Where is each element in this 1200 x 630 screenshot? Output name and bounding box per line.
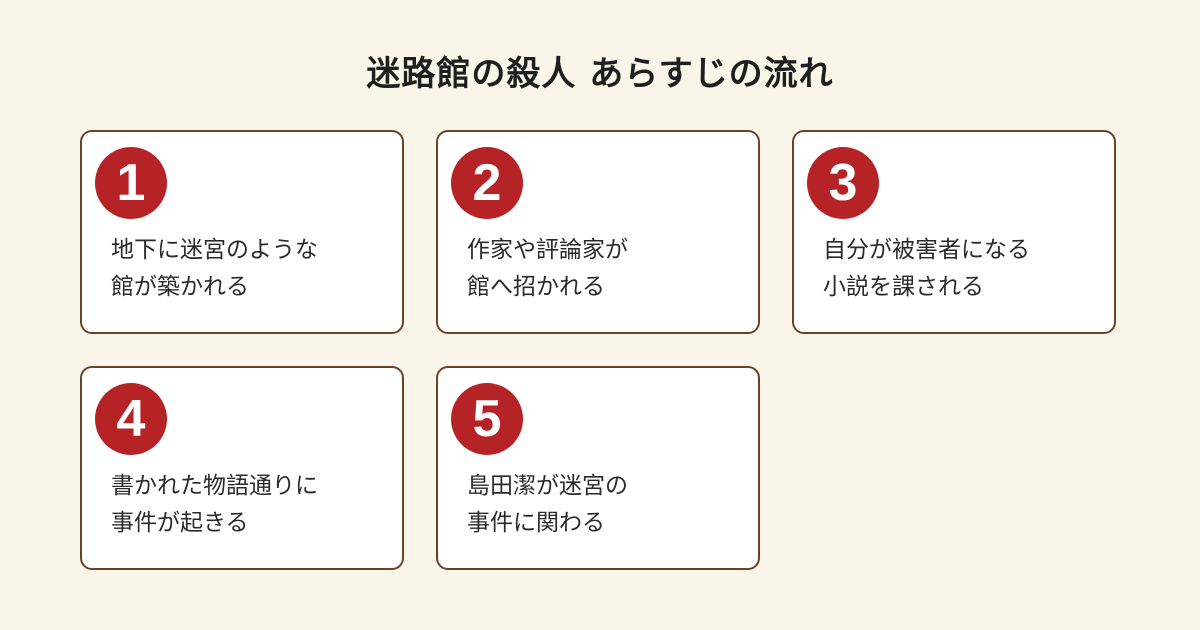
step-number-badge: 4 bbox=[95, 383, 167, 455]
step-card-3: 3 自分が被害者になる 小説を課される bbox=[792, 130, 1116, 334]
step-description: 書かれた物語通りに 事件が起きる bbox=[111, 468, 318, 542]
step-card-5: 5 島田潔が迷宮の 事件に関わる bbox=[436, 366, 760, 570]
step-line: 地下に迷宮のような bbox=[111, 237, 318, 263]
step-line: 事件が起きる bbox=[111, 510, 249, 536]
step-line: 館が築かれる bbox=[111, 274, 249, 300]
step-line: 小説を課される bbox=[823, 274, 984, 300]
step-line: 書かれた物語通りに bbox=[111, 473, 318, 499]
step-line: 自分が被害者になる bbox=[823, 237, 1030, 263]
step-number-badge: 2 bbox=[451, 147, 523, 219]
step-line: 島田潔が迷宮の bbox=[467, 473, 628, 499]
step-number-badge: 1 bbox=[95, 147, 167, 219]
step-number-badge: 3 bbox=[807, 147, 879, 219]
step-description: 作家や評論家が 館へ招かれる bbox=[467, 232, 628, 306]
step-card-1: 1 地下に迷宮のような 館が築かれる bbox=[80, 130, 404, 334]
step-line: 事件に関わる bbox=[467, 510, 605, 536]
page-title: 迷路館の殺人 あらすじの流れ bbox=[366, 54, 834, 94]
step-description: 地下に迷宮のような 館が築かれる bbox=[111, 232, 318, 306]
step-card-2: 2 作家や評論家が 館へ招かれる bbox=[436, 130, 760, 334]
step-line: 作家や評論家が bbox=[467, 237, 628, 263]
step-card-4: 4 書かれた物語通りに 事件が起きる bbox=[80, 366, 404, 570]
step-description: 自分が被害者になる 小説を課される bbox=[823, 232, 1030, 306]
step-number-badge: 5 bbox=[451, 383, 523, 455]
step-line: 館へ招かれる bbox=[467, 274, 605, 300]
step-description: 島田潔が迷宮の 事件に関わる bbox=[467, 468, 628, 542]
